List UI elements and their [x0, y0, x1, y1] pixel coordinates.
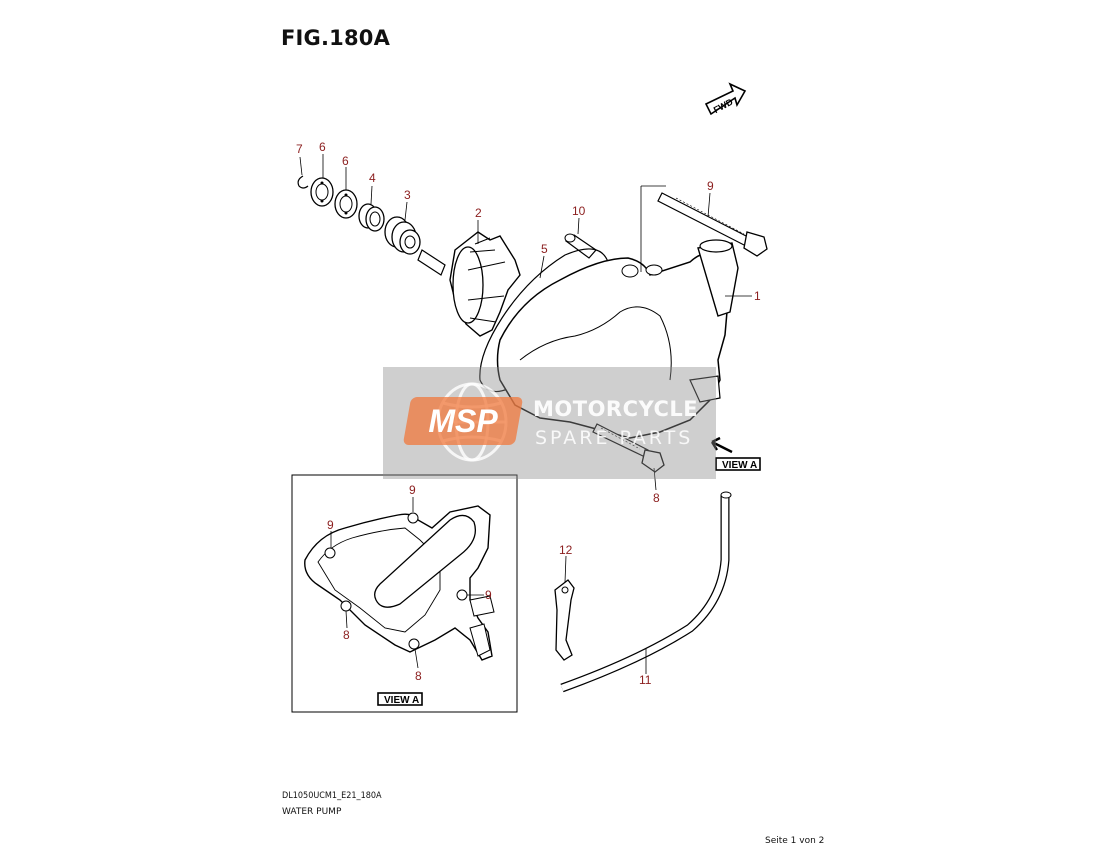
dowel-part-10	[564, 233, 597, 259]
callout-8: 8	[653, 491, 660, 505]
inset-callout-9a: 9	[409, 483, 416, 497]
callout-10: 10	[572, 204, 586, 218]
impeller-part-2	[417, 231, 521, 337]
view-a-label-inset: VIEW A	[384, 695, 419, 706]
pump-body-part-1	[496, 239, 739, 439]
watermark-line1: MOTORCYCLE	[533, 397, 699, 421]
callout-7: 7	[296, 142, 303, 156]
watermark-line2: SPARE PARTS	[535, 427, 694, 449]
clamp-part-12	[554, 579, 575, 661]
figure-title: FIG.180A	[281, 26, 391, 50]
fwd-arrow: FWD	[704, 82, 747, 116]
msp-logo-text: MSP	[428, 403, 498, 439]
view-a-tag-main: VIEW A	[715, 457, 761, 471]
bolt-part-9	[657, 192, 768, 257]
inset-callout-8a: 8	[343, 628, 350, 642]
figure-code: DL1050UCM1_E21_180A	[282, 791, 382, 801]
callout-9: 9	[707, 179, 714, 193]
page-indicator: Seite 1 von 2	[765, 836, 825, 846]
view-a-label-main: VIEW A	[722, 460, 757, 471]
callout-6a: 6	[319, 140, 326, 154]
watermark: MSP MOTORCYCLE SPARE PARTS	[383, 367, 716, 479]
circlip-part-7	[297, 175, 309, 189]
hose-part-11	[560, 491, 732, 693]
inset-callout-9b: 9	[327, 518, 334, 532]
callout-5: 5	[541, 242, 548, 256]
callout-1: 1	[754, 289, 761, 303]
inset-callout-9c: 9	[485, 588, 492, 602]
callout-6b: 6	[342, 154, 349, 168]
inset-callout-8b: 8	[415, 669, 422, 683]
callout-2: 2	[475, 206, 482, 220]
bearing-part-6b	[334, 189, 358, 219]
callout-4: 4	[369, 171, 376, 185]
seal-part-3	[384, 216, 421, 255]
bolt-part-8	[592, 423, 665, 473]
callout-11: 11	[639, 673, 652, 687]
figure-name: WATER PUMP	[282, 807, 342, 817]
view-a-tag-inset: VIEW A	[377, 692, 423, 706]
spacer-part-4	[358, 203, 385, 232]
leader-lines	[299, 154, 752, 674]
callout-12: 12	[559, 543, 573, 557]
view-a-inset: 9 9 9 8 8 VIEW A	[291, 474, 518, 713]
msp-logo: MSP	[402, 397, 524, 445]
view-a-arrow	[710, 436, 733, 454]
bearing-part-6a	[310, 177, 334, 207]
callout-3: 3	[404, 188, 411, 202]
